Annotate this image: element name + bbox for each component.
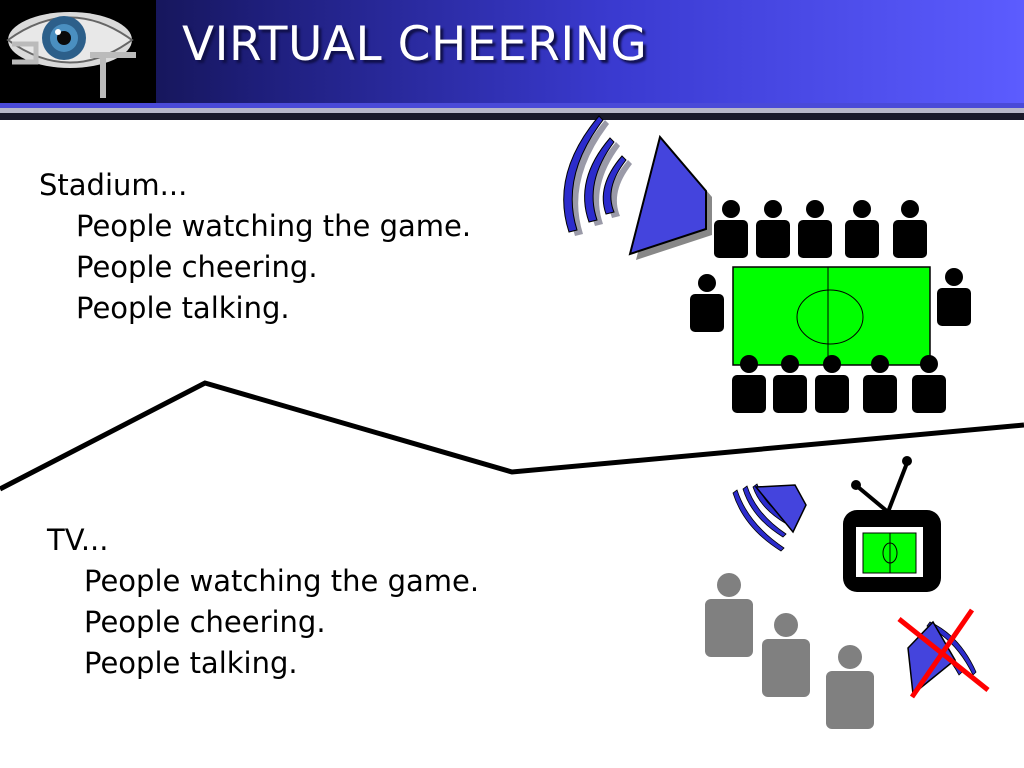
tv-viewers — [705, 573, 874, 729]
stadium-line-talking: People talking. — [76, 291, 290, 325]
spectator-icon — [732, 355, 766, 413]
small-speaker-icon — [732, 483, 807, 552]
tv-line-watching: People watching the game. — [84, 564, 480, 598]
spectator-icon — [845, 200, 879, 258]
header-stripe-gray — [0, 108, 1024, 113]
muted-speaker-icon — [897, 608, 990, 699]
spectator-icon — [690, 274, 724, 332]
stadium-field — [732, 266, 931, 366]
stadium-line-cheering: People cheering. — [76, 250, 318, 284]
spectator-icon — [912, 355, 946, 413]
tv-line-cheering: People cheering. — [84, 605, 326, 639]
eye-gt-logo-icon — [6, 12, 136, 98]
television-icon — [843, 456, 941, 592]
header-stripe-dark — [0, 113, 1024, 120]
stadium-crowd — [690, 200, 971, 413]
stadium-section: Stadium... People watching the game. Peo… — [39, 165, 471, 329]
spectator-icon — [893, 200, 927, 258]
divider-line — [0, 380, 1024, 492]
spectator-icon — [714, 200, 748, 258]
stadium-heading: Stadium... — [39, 168, 188, 202]
viewer-icon — [826, 645, 874, 729]
spectator-icon — [863, 355, 897, 413]
spectator-icon — [798, 200, 832, 258]
viewer-icon — [705, 573, 753, 657]
spectator-icon — [937, 268, 971, 326]
stadium-line-watching: People watching the game. — [76, 209, 472, 243]
spectator-icon — [815, 355, 849, 413]
slide-header: VIRTUAL CHEERING — [0, 0, 1024, 103]
slide-title: VIRTUAL CHEERING — [182, 17, 648, 72]
tv-heading: TV... — [47, 523, 109, 557]
spectator-icon — [773, 355, 807, 413]
tv-line-talking: People talking. — [84, 646, 298, 680]
logo — [0, 0, 156, 103]
loud-speaker-icon — [563, 115, 712, 260]
header-stripe-blue — [0, 103, 1024, 108]
viewer-icon — [762, 613, 810, 697]
tv-section: TV... People watching the game. People c… — [47, 520, 479, 684]
spectator-icon — [756, 200, 790, 258]
